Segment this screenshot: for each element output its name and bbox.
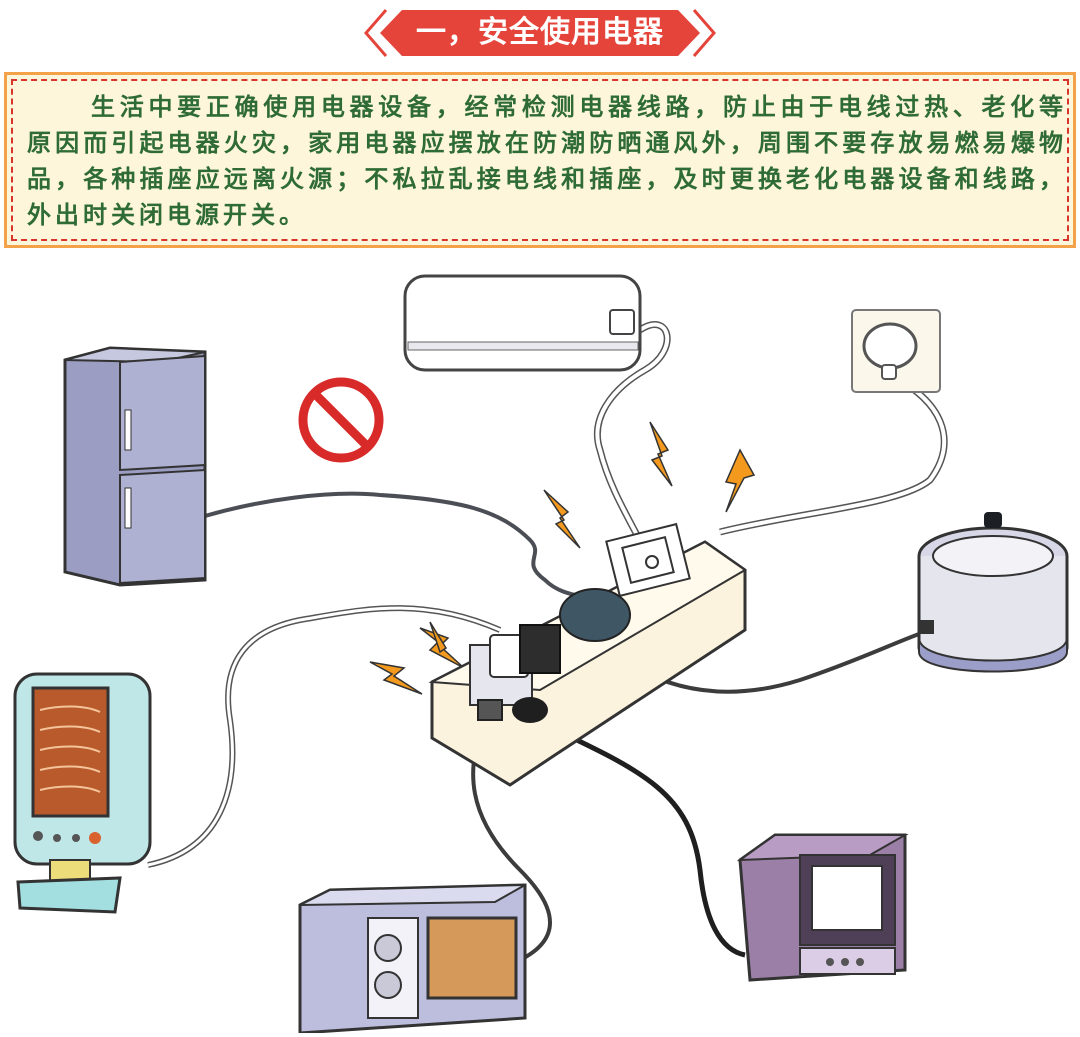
air-conditioner	[403, 274, 642, 372]
heater-cord-inner	[147, 606, 501, 867]
banner-shape	[364, 9, 716, 57]
wall-socket	[851, 309, 941, 393]
microwave	[298, 883, 527, 1035]
ac-cord-inner	[595, 322, 670, 561]
notice-dashed-border	[11, 79, 1069, 241]
tv-cord	[533, 717, 746, 958]
banner-title: 一，安全使用电器	[416, 15, 664, 50]
fridge-cord	[204, 491, 596, 602]
refrigerator	[63, 346, 207, 587]
rice-cooker	[917, 512, 1069, 673]
socket-cord-inner	[719, 375, 947, 534]
notice-text: 生活中要正确使用电器设备，经常检测电器线路，防止由于电线过热、老化等原因而引起电…	[27, 92, 1067, 229]
section-banner: 一，安全使用电器	[360, 6, 720, 60]
notice-box: 生活中要正确使用电器设备，经常检测电器线路，防止由于电线过热、老化等原因而引起电…	[4, 72, 1076, 248]
illustration	[0, 250, 1080, 1035]
electric-heater	[13, 672, 152, 914]
prohibited-sign	[298, 377, 384, 463]
television	[736, 833, 909, 982]
power-strip	[428, 522, 747, 787]
